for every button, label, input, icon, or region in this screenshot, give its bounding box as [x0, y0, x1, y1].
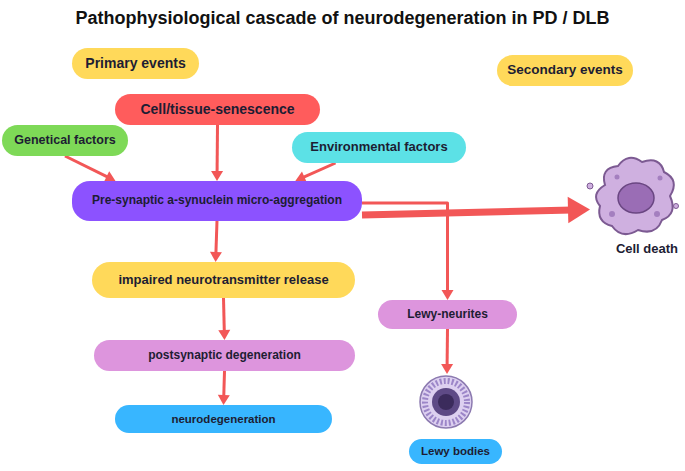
outcome-illustration: Cell death	[590, 163, 678, 256]
node-text: Cell/tissue-senescence	[140, 102, 294, 117]
arrow-head	[210, 252, 222, 262]
connector-line	[303, 163, 336, 178]
outcome-box: neurodegeneration	[115, 405, 332, 433]
arrow-head	[441, 364, 453, 374]
node-text: Secondary events	[507, 63, 623, 78]
connector-line	[65, 156, 108, 177]
node-text: impaired neurotransmitter release	[118, 273, 328, 287]
process-box: impaired neurotransmitter release	[92, 262, 355, 298]
process-box: Pre-synaptic a-synuclein micro-aggregati…	[72, 181, 362, 221]
connector-line	[446, 329, 449, 366]
connector-line	[216, 221, 217, 254]
cause-box: Cell/tissue-senescence	[115, 94, 320, 125]
arrow-head	[442, 290, 454, 300]
flow-arrow	[295, 163, 335, 182]
diagram-title: Pathophysiological cascade of neurodegen…	[0, 8, 685, 29]
connector-line	[216, 125, 219, 173]
flow-arrow	[441, 329, 453, 374]
section-label: Secondary events	[497, 55, 633, 86]
process-box: Lewy-neurites	[378, 300, 517, 329]
thick-arrow	[362, 197, 590, 223]
arrow-head	[211, 171, 223, 181]
flow-arrow	[218, 371, 230, 405]
node-text: Primary events	[85, 56, 185, 71]
node-text: postsynaptic degeneration	[148, 349, 301, 362]
node-text: Lewy bodies	[409, 439, 502, 464]
connector-line	[362, 210, 572, 215]
connector-line	[222, 371, 226, 397]
node-text: Lewy-neurites	[407, 308, 488, 321]
cause-box: Environmental factors	[292, 132, 466, 163]
node-text: Cell death	[616, 242, 678, 256]
section-label: Primary events	[72, 48, 199, 79]
node-text: neurodegeneration	[171, 413, 275, 426]
node-text: Pre-synaptic a-synuclein micro-aggregati…	[92, 194, 342, 207]
flow-arrow	[65, 156, 116, 182]
arrow-head	[568, 197, 590, 223]
outcome-illustration: Lewy bodies	[392, 374, 502, 464]
arrow-head	[218, 330, 230, 340]
lewy-body-illustration	[420, 376, 472, 428]
process-box: postsynaptic degeneration	[94, 340, 355, 371]
node-text: Environmental factors	[310, 140, 447, 154]
connector-line	[222, 298, 226, 332]
flow-arrow	[218, 298, 230, 340]
node-text: Genetical factors	[14, 134, 115, 148]
arrow-head	[218, 395, 230, 405]
cell-death-illustration	[587, 158, 679, 234]
flow-arrow	[210, 221, 222, 262]
flow-arrow	[211, 125, 223, 181]
cause-box: Genetical factors	[2, 125, 128, 156]
